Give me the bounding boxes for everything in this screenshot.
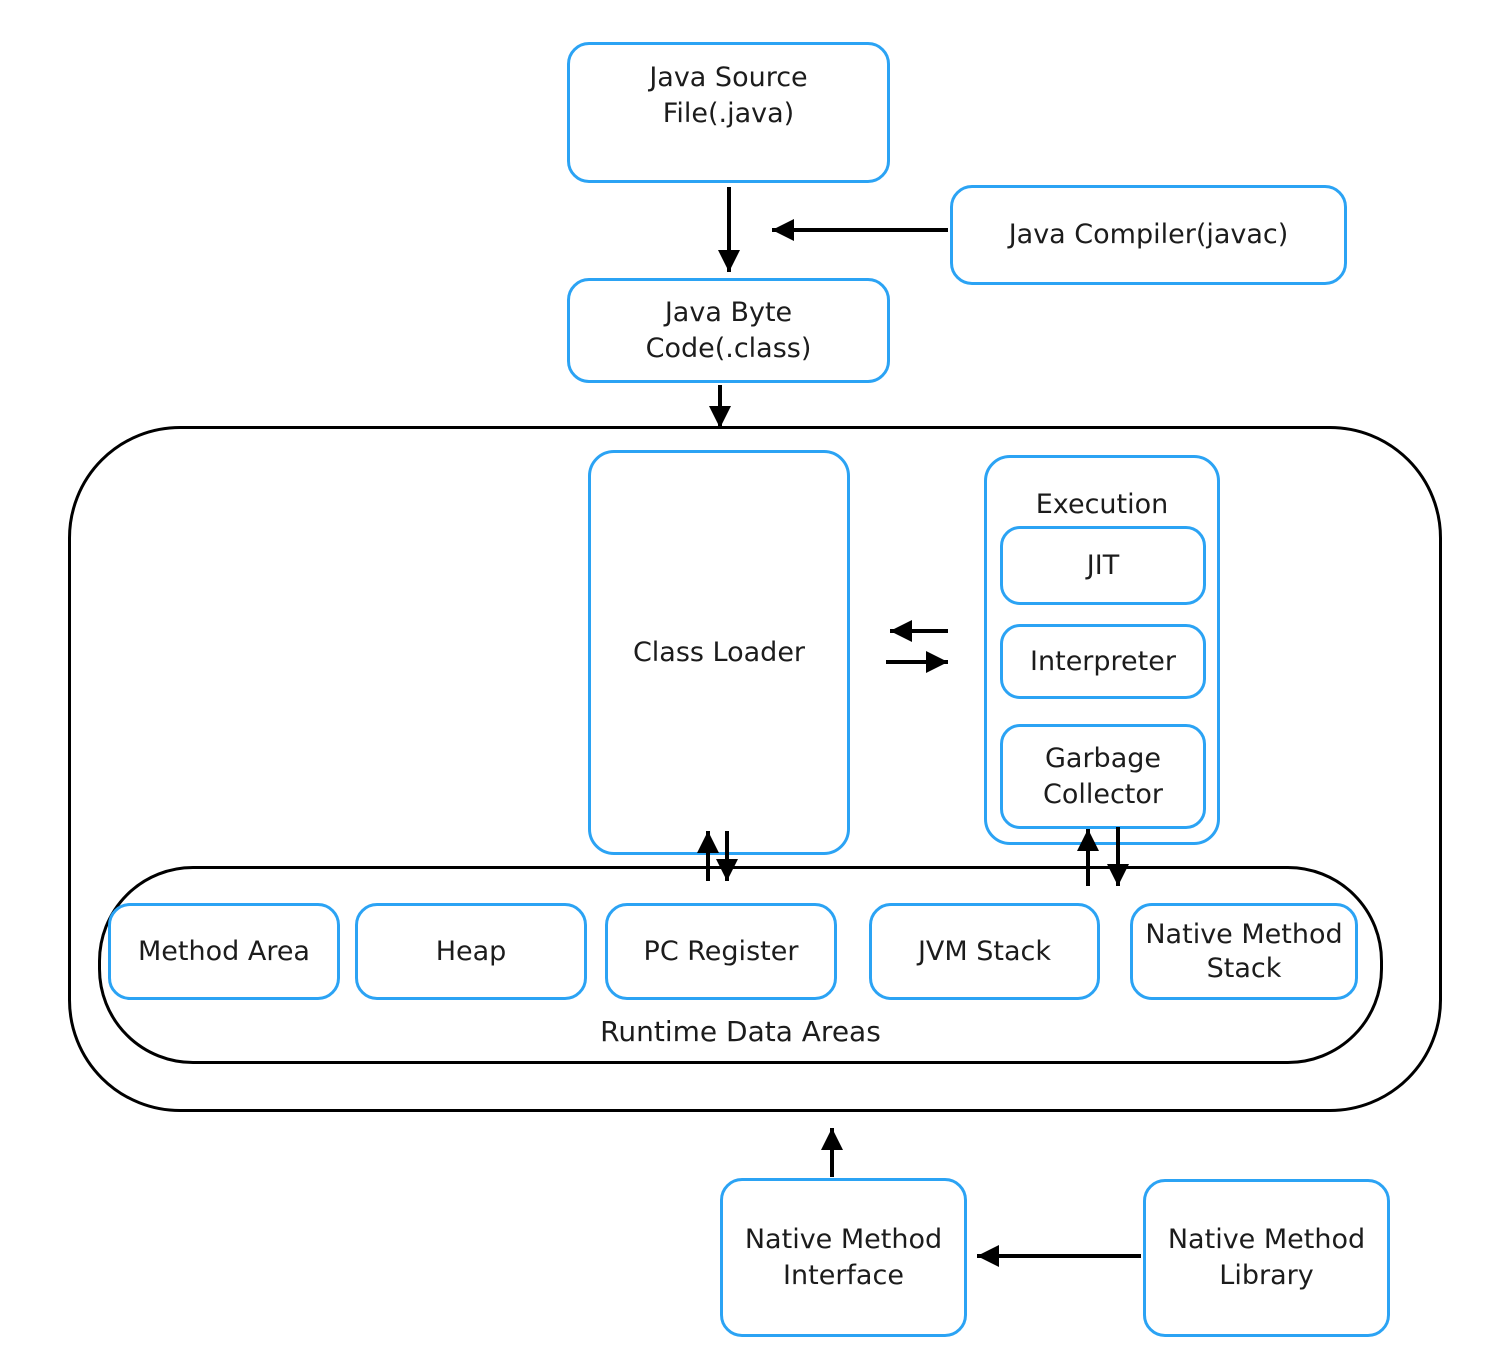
method-area-label: Method Area (138, 935, 310, 967)
native-method-interface-node: Native Method Interface (720, 1178, 967, 1337)
native-method-library-node: Native Method Library (1143, 1179, 1390, 1337)
java-byte-code-node: Java Byte Code(.class) (567, 278, 890, 383)
class-loader-node: Class Loader (588, 450, 850, 855)
jit-node: JIT (1000, 526, 1206, 605)
pc-register-node: PC Register (605, 903, 837, 1000)
pc-register-label: PC Register (643, 935, 799, 967)
java-source-file-line2: File(.java) (662, 97, 795, 129)
native-method-interface-line1: Native Method (744, 1223, 943, 1255)
class-loader-label: Class Loader (632, 636, 806, 668)
heap-node: Heap (355, 903, 587, 1000)
java-byte-code-line2: Code(.class) (645, 332, 812, 364)
java-compiler-label: Java Compiler(javac) (1008, 219, 1289, 250)
execution-text: Execution (1035, 489, 1169, 520)
jvm-container (68, 426, 1442, 1112)
runtime-data-areas-label: Runtime Data Areas (101, 1015, 1380, 1049)
garbage-collector-line2: Collector (1042, 778, 1164, 810)
method-area-node: Method Area (108, 903, 340, 1000)
java-source-file-node: Java Source File(.java) (567, 42, 890, 183)
native-method-stack-node: Native Method Stack (1130, 903, 1358, 1000)
native-method-library-line1: Native Method (1167, 1224, 1366, 1255)
native-method-stack-line2: Stack (1206, 952, 1282, 984)
java-compiler-node: Java Compiler(javac) (950, 185, 1347, 285)
native-method-library-line2: Library (1219, 1260, 1314, 1291)
runtime-data-areas-text: Runtime Data Areas (600, 1015, 881, 1048)
java-source-file-line1: Java Source (649, 61, 808, 93)
native-method-stack-line1: Native Method (1145, 918, 1343, 950)
interpreter-label: Interpreter (1030, 645, 1176, 677)
runtime-data-areas-container: Runtime Data Areas (98, 866, 1383, 1064)
jit-label: JIT (1086, 549, 1120, 581)
garbage-collector-line1: Garbage (1044, 742, 1161, 774)
jvm-stack-node: JVM Stack (869, 903, 1100, 1000)
native-method-interface-line2: Interface (783, 1259, 904, 1291)
interpreter-node: Interpreter (1000, 624, 1206, 699)
jvm-stack-label: JVM Stack (917, 935, 1052, 967)
java-byte-code-line1: Java Byte (664, 296, 793, 328)
heap-label: Heap (435, 935, 507, 967)
execution-label: Execution (987, 488, 1217, 522)
garbage-collector-node: Garbage Collector (1000, 724, 1206, 829)
